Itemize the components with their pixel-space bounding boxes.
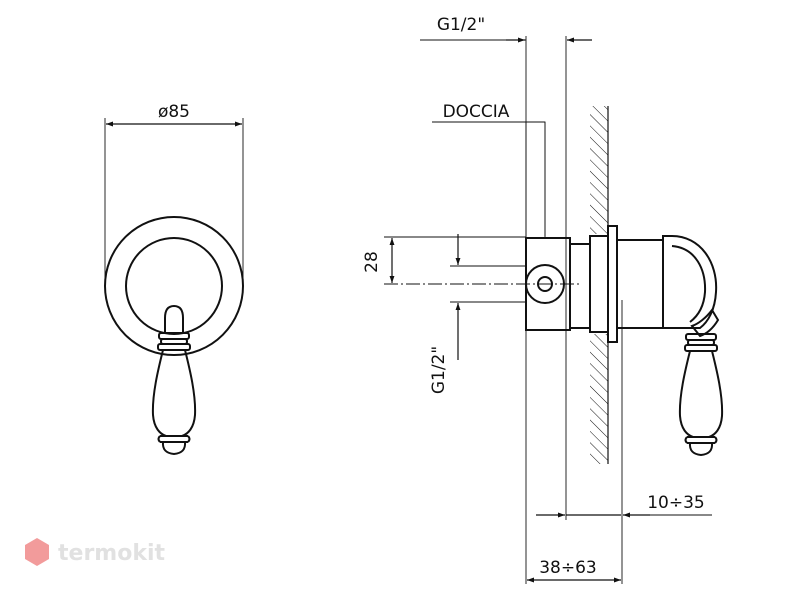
- depth-range-label: 38÷63: [539, 558, 597, 578]
- doccia-label: DOCCIA: [443, 102, 510, 122]
- thread-top-label: G1/2": [437, 15, 485, 35]
- handle-cap: [161, 441, 187, 456]
- side-lever-cap: [688, 442, 714, 457]
- side-lever-band-end-right: [714, 436, 718, 444]
- watermark-logo: termokit: [25, 538, 165, 566]
- handle-base: [616, 239, 664, 329]
- height-label: 28: [362, 251, 382, 273]
- valve-sleeve: [589, 235, 609, 333]
- wall-hatch-lower: [590, 334, 608, 464]
- watermark-brand: termokit: [58, 541, 165, 566]
- side-lever-band-end-left: [684, 436, 688, 444]
- outlet-pipe: [525, 121, 546, 239]
- handle-dome-inner: [671, 245, 707, 323]
- side-lever-handle: [678, 350, 724, 438]
- valve-cartridge: [569, 243, 591, 329]
- rosette-inner: [125, 237, 223, 335]
- side-view: G1/2" DOCCIA 28 G1/2": [362, 15, 724, 584]
- thread-side-label: G1/2": [429, 346, 449, 394]
- wall-range-label: 10÷35: [647, 493, 705, 513]
- diameter-label: ø85: [158, 102, 190, 122]
- wall-hatch-upper: [590, 106, 608, 234]
- rosette-plate: [607, 225, 618, 343]
- lever-handle: [151, 349, 197, 437]
- hexagon-logo-icon: [25, 538, 49, 566]
- handle-dome: [662, 235, 718, 329]
- front-view: ø85: [104, 102, 244, 456]
- handle-band-end-left: [157, 435, 161, 443]
- handle-band-end-right: [187, 435, 191, 443]
- lever-stem: [164, 304, 184, 334]
